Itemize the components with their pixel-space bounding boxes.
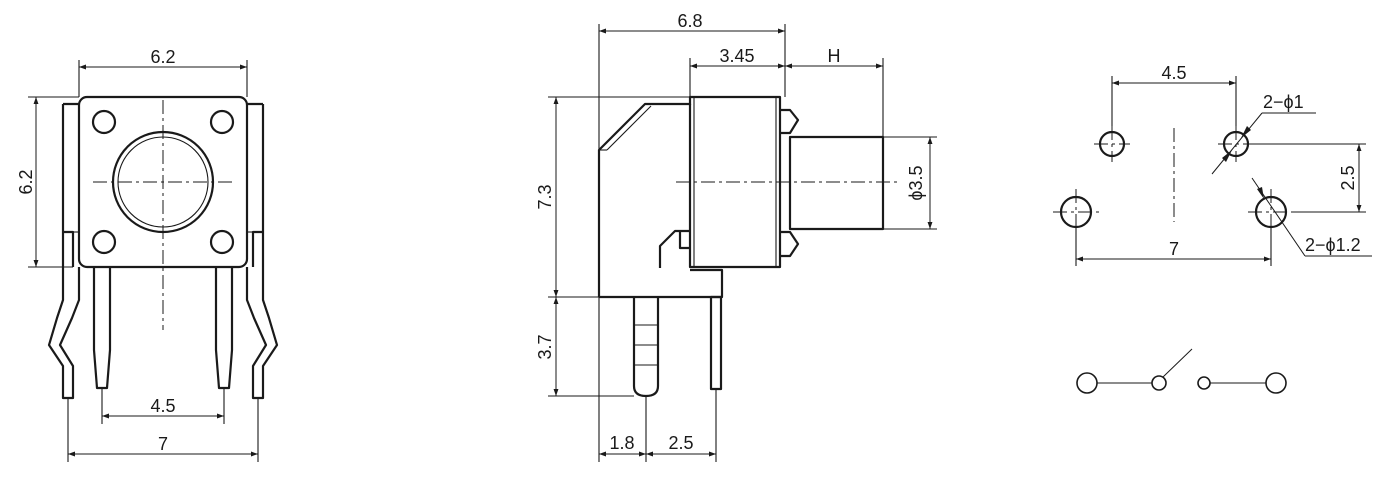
- front-lead-right: [214, 267, 234, 390]
- side-plunger: [788, 135, 885, 231]
- pcb-layout: 4.5 2−ϕ1 2.5 2−ϕ1.2 7: [1053, 63, 1372, 266]
- dim-side-body-height: 7.3: [535, 184, 555, 209]
- front-lead-left: [92, 267, 112, 390]
- side-view: 6.8 3.45 H ϕ3.5 7.3 3.7 1.8 2.5: [535, 11, 937, 462]
- dim-side-lead-pitch: 2.5: [668, 433, 693, 453]
- dim-side-plunger-diameter: ϕ3.5: [906, 165, 926, 200]
- dim-side-lead-height: 3.7: [535, 334, 555, 359]
- side-lead-back: [709, 295, 723, 391]
- dim-side-body-depth: 3.45: [719, 46, 754, 66]
- side-lead-front: [632, 297, 660, 398]
- dim-front-top-width: 6.2: [150, 47, 175, 67]
- corner-hole: [91, 109, 117, 135]
- front-view: 6.2 6.2 4.5 7: [16, 47, 279, 462]
- corner-hole: [209, 229, 235, 255]
- dim-side-lead-offset: 1.8: [609, 433, 634, 453]
- front-left-bracket: [47, 102, 81, 400]
- label-pcb-large-holes: 2−ϕ1.2: [1305, 235, 1361, 255]
- dim-front-left-height: 6.2: [16, 169, 36, 194]
- dim-pcb-vertical-offset: 2.5: [1338, 165, 1358, 190]
- dim-side-total-depth: 6.8: [677, 11, 702, 31]
- dim-front-inner-pitch: 4.5: [150, 396, 175, 416]
- front-body: [77, 95, 249, 269]
- dim-side-plunger: H: [828, 46, 841, 66]
- dim-pcb-large-pitch: 7: [1169, 239, 1179, 259]
- front-right-bracket: [245, 102, 279, 400]
- switch-schematic: [1076, 348, 1287, 394]
- label-pcb-small-holes: 2−ϕ1: [1263, 92, 1304, 112]
- corner-hole: [209, 109, 235, 135]
- corner-hole: [91, 229, 117, 255]
- dim-front-outer-pitch: 7: [158, 434, 168, 454]
- dim-pcb-small-pitch: 4.5: [1161, 63, 1186, 83]
